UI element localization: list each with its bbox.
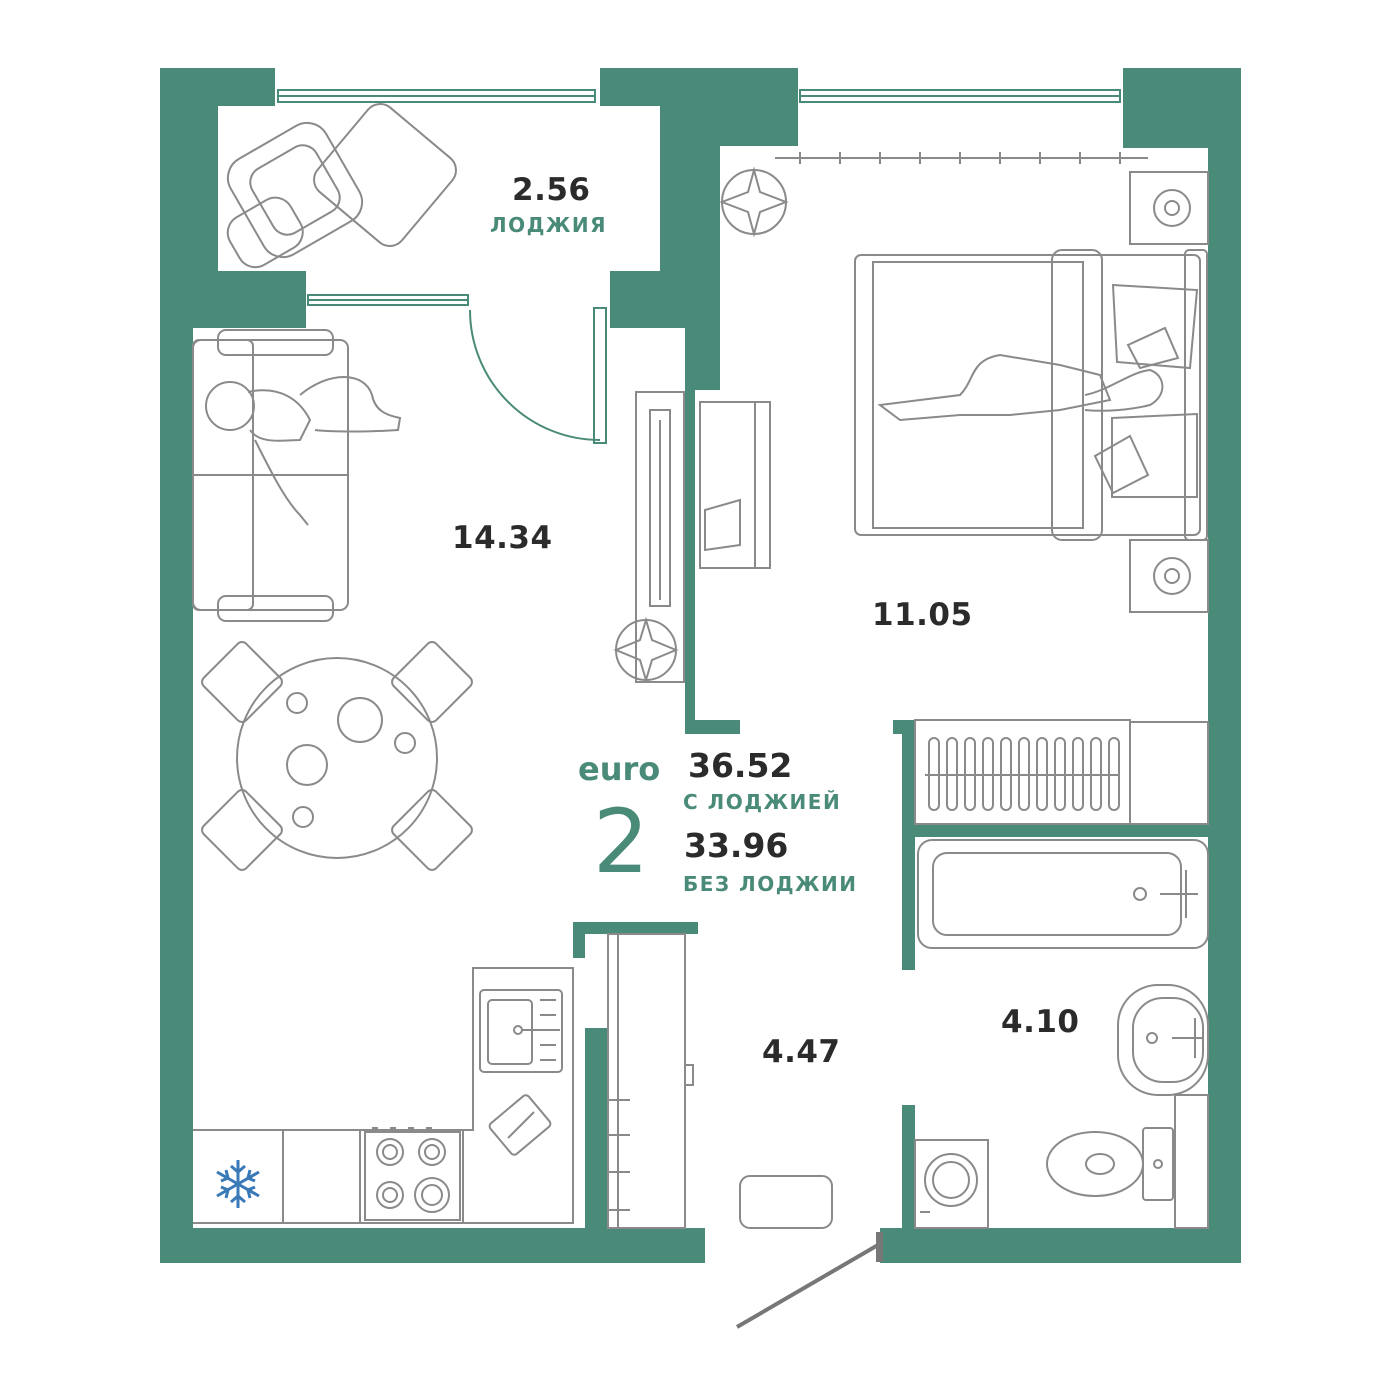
stove-icon: [364, 1127, 461, 1221]
room-area-loggia: 2.56: [512, 172, 591, 208]
wardrobe-icon: [607, 933, 694, 1229]
room-area-hallway: 4.47: [762, 1034, 841, 1070]
total-area-without-loggia: 33.96: [684, 826, 789, 865]
room-area-bathroom: 4.10: [1001, 1004, 1080, 1040]
washing-machine-icon: [914, 1139, 989, 1229]
cutting-board-icon: [488, 1094, 552, 1156]
toilet-icon: [1046, 1094, 1209, 1229]
dining-table-icon: [236, 657, 438, 859]
entrance-door-icon: [735, 1232, 883, 1329]
room-area-bedroom: 11.05: [872, 597, 973, 633]
plant-icon: [613, 166, 789, 684]
total-area-without-loggia-label: БЕЗ ЛОДЖИИ: [683, 872, 858, 896]
apartment-room-count: 2: [593, 790, 649, 893]
kitchen-sink-icon: [479, 989, 563, 1073]
walls: [160, 68, 1241, 1263]
total-area-with-loggia: 36.52: [688, 746, 793, 785]
apartment-type-prefix: euro: [578, 750, 661, 788]
bathtub-icon: [917, 839, 1209, 949]
bed-icon: [854, 249, 1208, 541]
curtain-rod-icon: [775, 152, 1148, 164]
person-icon: [205, 376, 402, 526]
sink-icon: [1117, 984, 1209, 1096]
window-icon: [277, 89, 1121, 306]
sofa-icon: [192, 329, 349, 622]
pillow-icon: [1093, 283, 1199, 498]
door-icon: [469, 307, 607, 444]
bookshelf-icon: [699, 401, 771, 569]
hallway-bench-icon: [739, 1175, 833, 1229]
radiator-icon: [914, 719, 1209, 825]
snowflake-icon: [216, 1160, 260, 1208]
tv-icon: [635, 391, 685, 683]
room-label-loggia: ЛОДЖИЯ: [490, 213, 608, 237]
nightstand-icon: [1129, 171, 1209, 613]
total-area-with-loggia-label: С ЛОДЖИЕЙ: [683, 790, 842, 814]
armchair-icon: [226, 103, 457, 269]
kitchen-counter-icon: [193, 967, 574, 1224]
chair-icon: [201, 641, 473, 871]
room-area-kitchen-living: 14.34: [452, 520, 553, 556]
